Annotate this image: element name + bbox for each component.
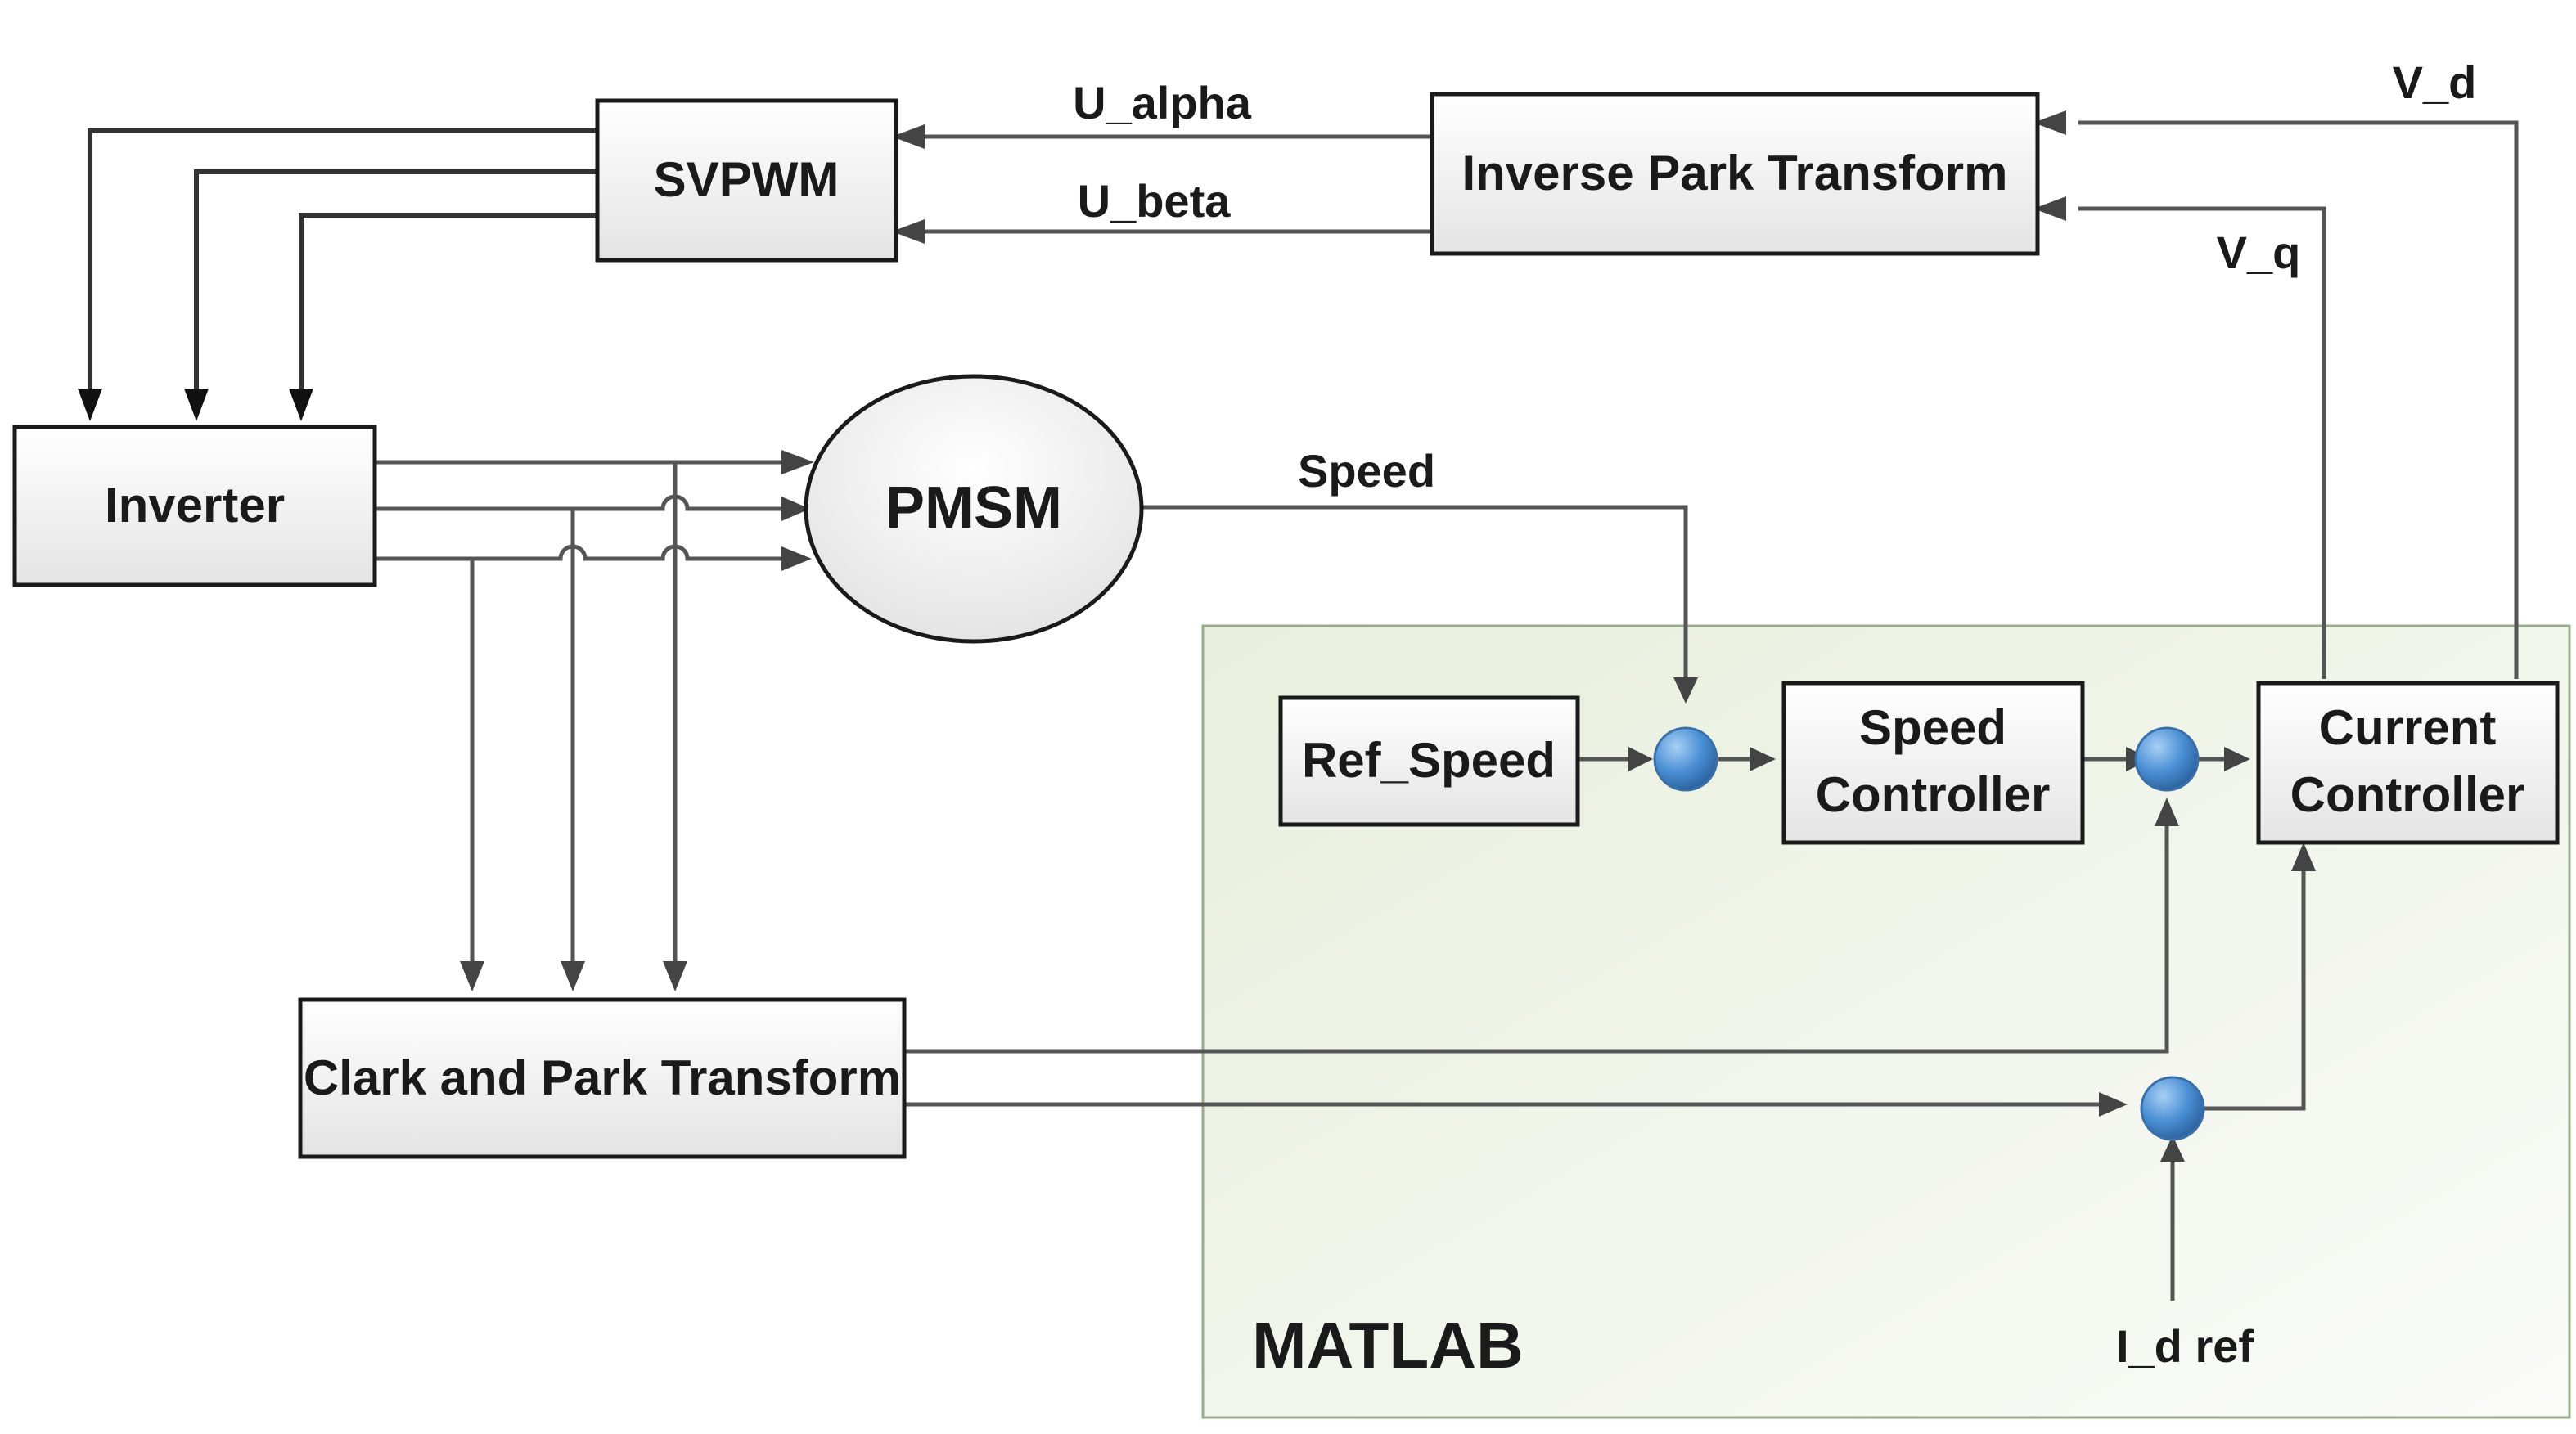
current-controller-label-line2: Controller: [2290, 767, 2525, 822]
inverter-block[interactable]: Inverter: [12, 425, 377, 587]
signal-label-i-d-ref: I_d ref: [2116, 1320, 2254, 1372]
summing-junction-id: [2140, 1076, 2205, 1141]
summing-junction-iq: [2134, 726, 2200, 792]
arrowheads: [78, 110, 2316, 1162]
signal-label-v-d: V_d: [2393, 56, 2477, 108]
svpwm-block[interactable]: SVPWM: [595, 98, 898, 263]
pmsm-label: PMSM: [885, 475, 1062, 541]
clark-park-transform-block[interactable]: Clark and Park Transform: [298, 997, 907, 1159]
matlab-label: MATLAB: [1252, 1309, 1524, 1382]
ref-speed-block[interactable]: Ref_Speed: [1278, 695, 1580, 827]
current-controller-label-line1: Current: [2319, 700, 2497, 755]
summing-junction-speed: [1653, 726, 1718, 792]
signal-label-u-alpha: U_alpha: [1073, 77, 1252, 128]
signal-label-speed: Speed: [1298, 445, 1435, 497]
ref-speed-label: Ref_Speed: [1302, 733, 1556, 788]
inverse-park-transform-block[interactable]: Inverse Park Transform: [1430, 92, 2040, 256]
pmsm-block[interactable]: PMSM: [804, 374, 1144, 644]
clark-park-transform-label: Clark and Park Transform: [304, 1050, 901, 1105]
speed-controller-block[interactable]: Speed Controller: [1781, 681, 2085, 845]
speed-controller-label-line2: Controller: [1816, 767, 2051, 822]
signal-wires: [88, 120, 2519, 1301]
signal-label-u-beta: U_beta: [1078, 175, 1232, 227]
inverse-park-transform-label: Inverse Park Transform: [1461, 146, 2007, 200]
speed-controller-label-line1: Speed: [1859, 700, 2006, 755]
svpwm-label: SVPWM: [654, 152, 840, 207]
inverter-label: Inverter: [105, 478, 285, 533]
signal-label-v-q: V_q: [2217, 227, 2301, 278]
current-controller-block[interactable]: Current Controller: [2256, 681, 2560, 845]
